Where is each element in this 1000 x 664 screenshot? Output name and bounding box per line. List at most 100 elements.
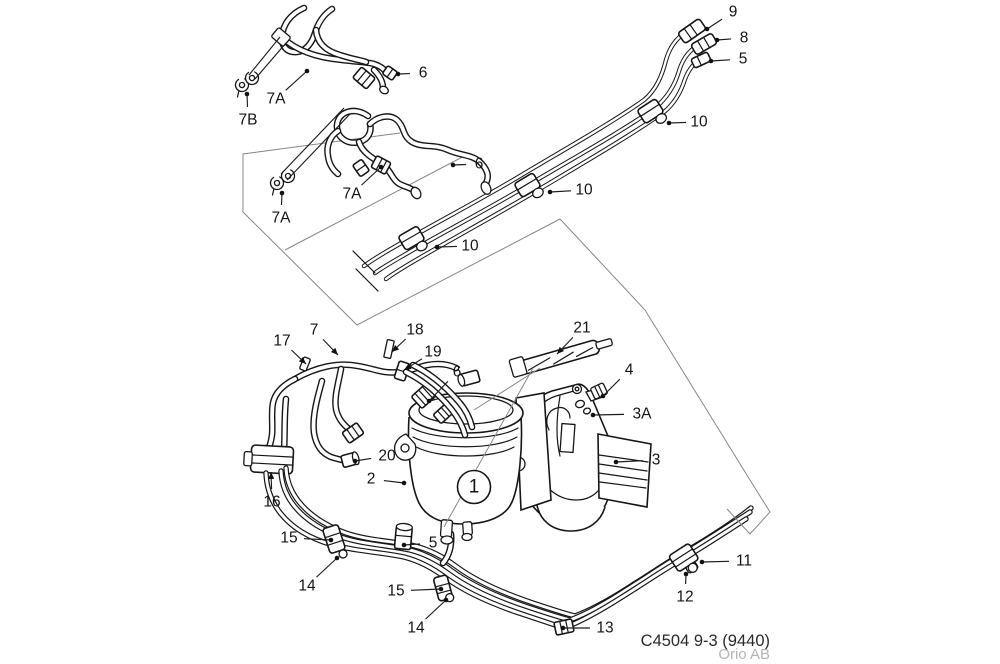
grommet-3a xyxy=(574,399,586,409)
part-number-label: 7B xyxy=(239,112,258,129)
hose-tag-18 xyxy=(383,339,395,359)
pipe-connector-5 xyxy=(690,51,712,69)
pipe-connector-9 xyxy=(678,18,706,44)
drawing-code: C4504 9-3 (9440) xyxy=(641,632,770,650)
clip-leader-line-3 xyxy=(286,113,351,181)
part-number-label: 15 xyxy=(280,530,297,547)
callout-7A-3: 7A xyxy=(272,190,292,227)
clip-leader-line-0 xyxy=(248,36,281,76)
hose-clip-7a xyxy=(269,173,285,196)
bucket-bowl xyxy=(536,504,606,532)
balloon-number: 1 xyxy=(469,477,480,498)
bottom-fuel-pipes xyxy=(263,465,754,636)
callout-7-13: 7 xyxy=(310,322,339,356)
part-number-label: 9 xyxy=(729,4,738,21)
part-number-label: 5 xyxy=(429,535,438,552)
callout-6-5: 6 xyxy=(450,156,484,173)
hose-clip-17 xyxy=(299,356,311,372)
callout-8-7: 8 xyxy=(714,30,749,47)
callout-7A-1: 7A xyxy=(267,68,310,108)
callout-21-17: 21 xyxy=(556,320,591,355)
callout-5-8: 5 xyxy=(708,51,747,68)
part-number-label: 7A xyxy=(267,91,287,108)
elbow-fitting xyxy=(341,422,365,444)
part-number-label: 11 xyxy=(736,553,752,570)
part-number-label: 8 xyxy=(740,30,749,47)
hose-end-cap xyxy=(379,85,389,95)
clamp-screw-14 xyxy=(338,549,348,559)
panel-outline-upper xyxy=(242,132,561,326)
hose-fitting xyxy=(352,159,370,177)
pipe-clamp-11 xyxy=(668,543,699,574)
callout-18-14: 18 xyxy=(391,322,424,353)
callout-4-18: 4 xyxy=(600,362,634,399)
callout-19-15: 19 xyxy=(403,344,442,371)
pipe-clamp-10 xyxy=(637,98,668,124)
callout-20-21: 20 xyxy=(352,448,396,465)
bucket-slot xyxy=(559,422,576,454)
hose-clip-7a xyxy=(280,166,296,184)
callout-9-6: 9 xyxy=(704,4,738,32)
callout-6-16: 6 xyxy=(426,364,462,404)
callout-13-31: 13 xyxy=(560,620,614,637)
part-number-label: 13 xyxy=(596,620,613,637)
part-number-label: 17 xyxy=(273,333,290,350)
retaining-strip-21 xyxy=(508,338,613,378)
hose-assembly-mid-left xyxy=(269,107,492,200)
part-number-label: 4 xyxy=(625,362,634,379)
part-number-label: 10 xyxy=(575,182,593,199)
part-number-label: 7 xyxy=(310,322,319,339)
fuel-pipes-top-right xyxy=(352,18,718,292)
panel-outline-lower xyxy=(443,218,771,535)
callout-17-12: 17 xyxy=(273,333,307,365)
part-number-label: 3A xyxy=(633,406,653,423)
callout-7A-4: 7A xyxy=(343,164,384,203)
callout-10-9: 10 xyxy=(666,114,708,131)
pipe-clamp-10 xyxy=(514,172,544,199)
part-number-label: 20 xyxy=(378,448,396,465)
callout-7B-0: 7B xyxy=(239,91,258,129)
part-number-label: 3 xyxy=(652,452,661,469)
hose-junction xyxy=(271,27,291,47)
part-number-label: 18 xyxy=(406,322,423,339)
callout-10-10: 10 xyxy=(547,182,593,199)
callout-11-29: 11 xyxy=(699,553,752,570)
hose-clip-7b xyxy=(234,75,250,98)
part-number-label: 10 xyxy=(690,114,708,131)
callout-6-2: 6 xyxy=(395,65,428,82)
part-number-label: 10 xyxy=(461,238,479,255)
clamp-screw-12 xyxy=(687,562,698,573)
part-number-label: 21 xyxy=(573,320,590,337)
filter-port xyxy=(457,369,481,387)
part-number-label: 7A xyxy=(272,210,292,227)
grommet-3a xyxy=(582,407,592,415)
pipe-connector-8 xyxy=(690,33,718,55)
callout-14-26: 14 xyxy=(298,555,340,595)
callout-15-24: 15 xyxy=(280,530,334,547)
filter-feed-hoses xyxy=(243,339,460,475)
hose-20-end-fitting xyxy=(340,451,360,468)
pipe-cut-mark xyxy=(352,250,376,274)
callout-2-22: 2 xyxy=(367,471,407,488)
part-number-label: 6 xyxy=(419,65,428,82)
clip-leader-line-2 xyxy=(280,107,345,175)
pipe-valve-5 xyxy=(393,522,413,551)
part-number-label: 19 xyxy=(424,344,441,361)
callout-3-20: 3 xyxy=(613,452,661,469)
part-number-label: 6 xyxy=(475,156,484,173)
callout-10-11: 10 xyxy=(434,238,479,255)
part-number-label: 16 xyxy=(263,494,280,511)
part-number-label: 6 xyxy=(453,364,462,381)
part-number-label: 7A xyxy=(343,186,363,203)
hose-end-cap xyxy=(480,181,492,195)
pipe-clamp-10 xyxy=(398,226,428,252)
brand-credit: Orio AB xyxy=(718,646,770,663)
callout-14-28: 14 xyxy=(407,597,449,637)
hose-end-fitting xyxy=(382,65,398,81)
part-number-label: 12 xyxy=(676,589,693,606)
part-number-label: 14 xyxy=(298,578,316,595)
hose-end-fitting xyxy=(352,66,376,90)
